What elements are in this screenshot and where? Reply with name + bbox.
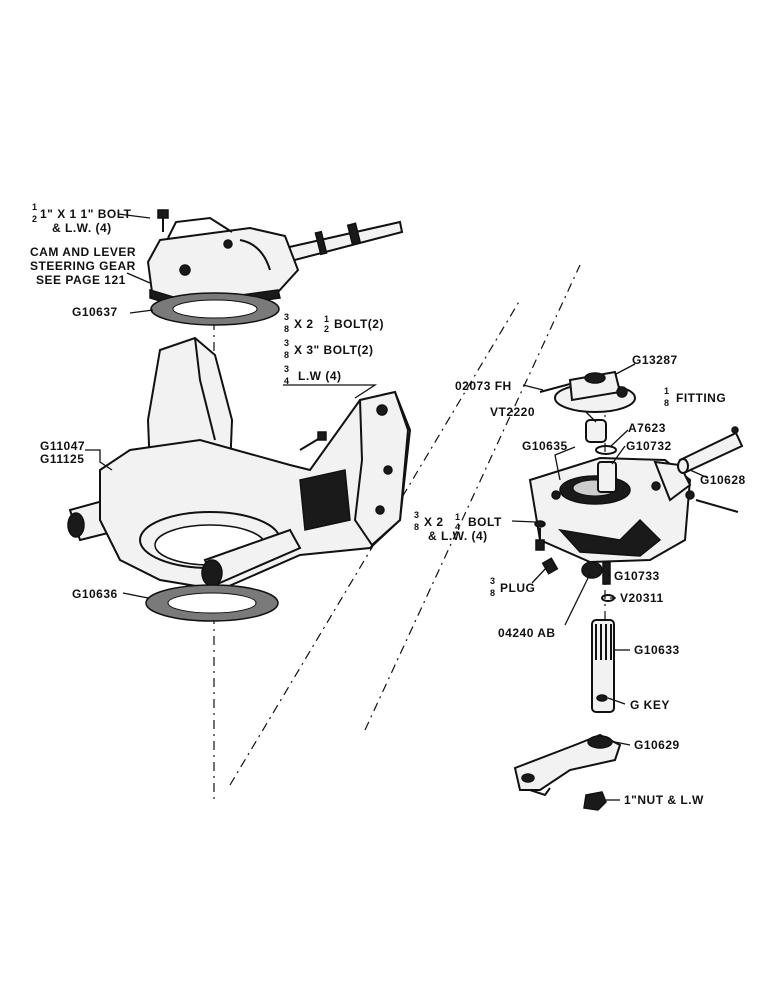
label-g10635: G10635 [522, 439, 568, 453]
nut [583, 791, 607, 811]
plug [541, 557, 559, 575]
label-frac-1d: 1 [455, 512, 461, 522]
label-bolt-2-25-tail: BOLT [468, 515, 502, 529]
leader-lines [85, 213, 709, 801]
label-nut: 1"NUT & L.W [624, 793, 704, 807]
label-frac-3b: 3 [284, 338, 290, 348]
label-vt2220: VT2220 [490, 405, 535, 419]
label-bolt-2-5: X 2 [294, 317, 314, 331]
label-g10637: G10637 [72, 305, 118, 319]
label-frac-8a: 8 [284, 324, 290, 334]
ring-a7623 [595, 445, 617, 455]
label-frac-2a: 2 [324, 324, 330, 334]
pin-g10628 [677, 431, 744, 474]
label-bolt-2-25-lw: & L.W. (4) [428, 529, 488, 543]
pin-g10732 [597, 461, 617, 493]
label-02073fh: 02073 FH [455, 379, 512, 393]
label-bolt-half-lw: & L.W. (4) [52, 221, 112, 235]
label-frac-1a: 1 [324, 314, 330, 324]
label-v20311: V20311 [620, 591, 664, 605]
label-g10733: G10733 [614, 569, 660, 583]
label-g11125: G11125 [40, 452, 84, 466]
label-bolt-half: 1" X 1 1" BOLT [40, 207, 132, 221]
label-bolt-2-5-tail: BOLT(2) [334, 317, 384, 331]
bearing-04240ab [581, 561, 603, 579]
label-a7623: A7623 [628, 421, 666, 435]
label-frac-3d: 3 [414, 510, 420, 520]
label-plug: PLUG [500, 581, 535, 595]
label-g10628: G10628 [700, 473, 746, 487]
label-fitting: FITTING [676, 391, 726, 405]
label-cam-lever-1: CAM AND LEVER [30, 245, 136, 259]
fitting-eighth [731, 426, 739, 434]
label-frac-4c: 4 [284, 376, 290, 386]
label-g10633: G10633 [634, 643, 680, 657]
label-frac-8b: 8 [284, 350, 290, 360]
key-g [596, 694, 608, 702]
label-g10629: G10629 [634, 738, 680, 752]
left-diagonal-line [229, 299, 521, 786]
label-g10636: G10636 [72, 587, 118, 601]
label-frac-1-fit: 1 [664, 386, 670, 396]
label-frac-8-fit: 8 [664, 398, 670, 408]
label-frac-3c: 3 [284, 364, 290, 374]
label-bolt-2-25: X 2 [424, 515, 444, 529]
shaft-g10633 [591, 619, 615, 713]
label-frac-half-den: 2 [32, 214, 38, 224]
steering-support-housing [67, 336, 412, 592]
bolts-3-8 [534, 520, 546, 551]
label-g11047: G11047 [40, 439, 85, 453]
bushing-vt2220 [585, 419, 607, 443]
cap-g13287 [554, 370, 636, 413]
label-frac-4d: 4 [455, 522, 461, 532]
label-gkey: G KEY [630, 698, 670, 712]
label-lw-4: L.W (4) [298, 369, 342, 383]
label-frac-3a: 3 [284, 312, 290, 322]
fitting-02073fh [539, 383, 571, 393]
label-frac-8d: 8 [414, 522, 420, 532]
label-bolt-3: X 3" BOLT(2) [294, 343, 373, 357]
bolt-right [685, 490, 739, 513]
label-frac-3-plug: 3 [490, 576, 496, 586]
right-diagonal-line [364, 264, 581, 731]
label-g10732: G10732 [626, 439, 672, 453]
label-frac-half-num: 1 [32, 202, 38, 212]
label-04240ab: 04240 AB [498, 626, 556, 640]
housing-g10635 [528, 456, 692, 564]
steering-arm-g10629 [513, 733, 622, 797]
label-g13287: G13287 [632, 353, 678, 367]
label-cam-lever-3: SEE PAGE 121 [36, 273, 126, 287]
label-cam-lever-2: STEERING GEAR [30, 259, 136, 273]
label-frac-8-plug: 8 [490, 588, 496, 598]
